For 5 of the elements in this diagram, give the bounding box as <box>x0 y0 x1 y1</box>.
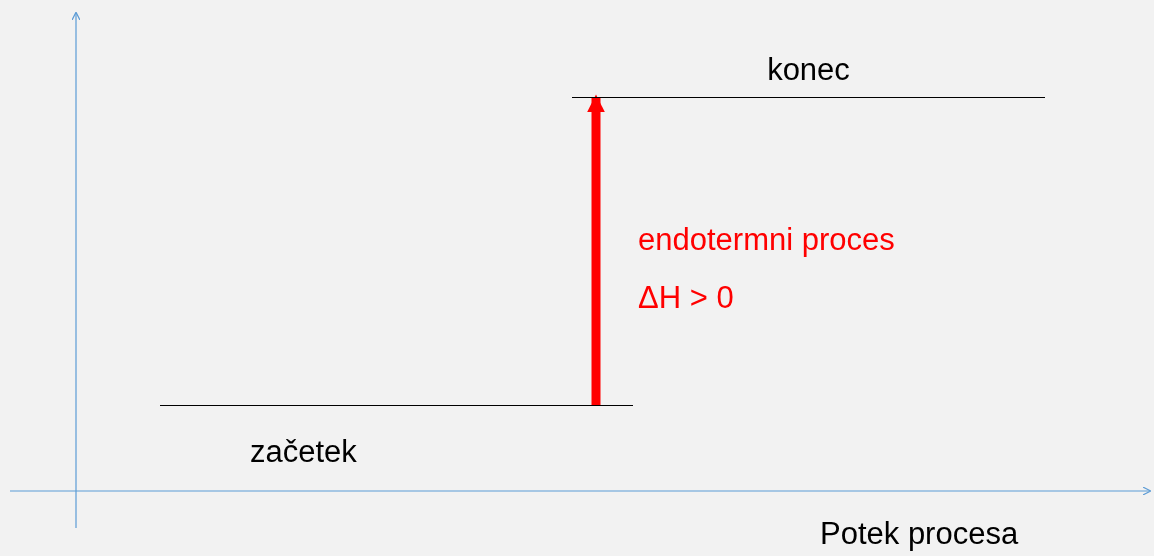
arrow <box>587 94 605 405</box>
formula-label: ΔH > 0 <box>638 280 734 316</box>
level-label: konec <box>767 52 850 88</box>
level-label: začetek <box>250 434 357 470</box>
axis-label: Potek procesa <box>820 516 1019 552</box>
